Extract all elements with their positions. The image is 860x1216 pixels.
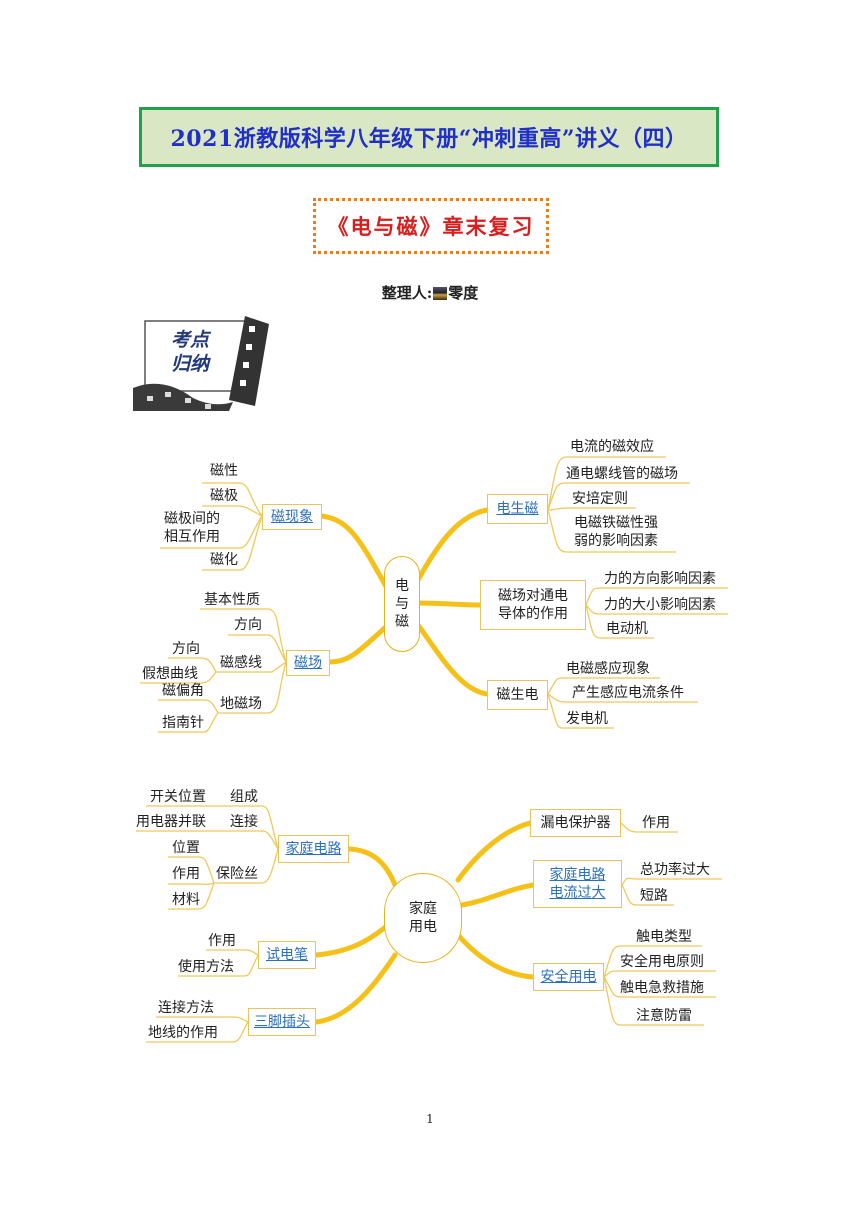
document-title: 2021浙教版科学八年级下册“冲刺重高”讲义（四） [170, 126, 688, 152]
author-avatar-icon [433, 287, 448, 300]
leaf-em-induction: 电磁感应现象 [566, 661, 650, 677]
leaf-force-direction: 力的方向影响因素 [604, 571, 716, 587]
map1-node-magnetism-to-electricity[interactable]: 磁生电 [487, 680, 548, 710]
leaf-connection: 连接 [230, 814, 258, 830]
map1-node-electricity-to-magnetism[interactable]: 电生磁 [487, 494, 548, 524]
leaf-switch-position: 开关位置 [150, 789, 206, 805]
leaf-magnetic-pole: 磁极 [210, 488, 238, 504]
leaf-earth-field: 地磁场 [220, 696, 262, 712]
author-line: 整理人: 零度 [0, 282, 860, 303]
leaf-magnetization: 磁化 [210, 552, 238, 568]
badge-line1: 考点 [170, 329, 209, 351]
leaf-protector-function: 作用 [642, 815, 670, 831]
subtitle-box: 《电与磁》章末复习 [313, 198, 549, 254]
leaf-plug-connection: 连接方法 [158, 1000, 214, 1016]
author-label: 整理人: [381, 284, 433, 302]
author-name: 零度 [448, 284, 479, 302]
key-points-badge: 考点 归纳 [133, 316, 273, 411]
leaf-ground-wire: 地线的作用 [148, 1025, 218, 1041]
leaf-lightning-protection: 注意防雷 [636, 1008, 692, 1024]
leaf-fuse-function: 作用 [172, 866, 200, 882]
leaf-safety-principles: 安全用电原则 [620, 954, 704, 970]
map2-node-leakage-protector[interactable]: 漏电保护器 [530, 809, 621, 837]
leaf-field-line-direction: 方向 [172, 641, 200, 657]
leaf-test-pen-usage: 使用方法 [178, 959, 234, 975]
page-number: 1 [426, 1112, 434, 1126]
document-subtitle: 《电与磁》章末复习 [327, 214, 535, 239]
map1-center-label: 电 与 磁 [395, 578, 409, 630]
leaf-first-aid: 触电急救措施 [620, 980, 704, 996]
leaf-composition: 组成 [230, 789, 258, 805]
leaf-test-pen-function: 作用 [208, 933, 236, 949]
leaf-fuse-material: 材料 [172, 892, 200, 908]
leaf-short-circuit: 短路 [640, 888, 668, 904]
map1-node-force-on-conductor[interactable]: 磁场对通电 导体的作用 [480, 580, 586, 630]
leaf-solenoid-field: 通电螺线管的磁场 [566, 466, 678, 482]
map2-node-test-pen[interactable]: 试电笔 [258, 941, 316, 969]
leaf-overload: 总功率过大 [640, 862, 710, 878]
map2-center-label: 家庭 用电 [409, 901, 437, 935]
badge-line2: 归纳 [170, 353, 209, 375]
leaf-current-magnetic-effect: 电流的磁效应 [570, 439, 654, 455]
leaf-parallel-appliances: 用电器并联 [136, 814, 206, 830]
leaf-motor: 电动机 [606, 621, 648, 637]
map2-center-node: 家庭 用电 [384, 873, 462, 963]
leaf-compass: 指南针 [162, 715, 204, 731]
leaf-declination: 磁偏角 [162, 683, 204, 699]
leaf-direction: 方向 [234, 617, 262, 633]
title-box: 2021浙教版科学八年级下册“冲刺重高”讲义（四） [139, 107, 719, 167]
map1-node-magnetic-field[interactable]: 磁场 [286, 650, 330, 676]
leaf-pole-interaction: 磁极间的 相互作用 [164, 511, 220, 545]
leaf-imaginary-curve: 假想曲线 [142, 666, 198, 682]
leaf-fuse-position: 位置 [172, 840, 200, 856]
map2-node-three-pin-plug[interactable]: 三脚插头 [248, 1008, 316, 1036]
leaf-fuse: 保险丝 [216, 866, 258, 882]
map1-center-node: 电 与 磁 [384, 556, 420, 652]
map2-node-electrical-safety[interactable]: 安全用电 [533, 963, 604, 991]
leaf-generator: 发电机 [566, 711, 608, 727]
leaf-force-magnitude: 力的大小影响因素 [604, 597, 716, 613]
map2-node-household-circuit[interactable]: 家庭电路 [278, 835, 349, 863]
leaf-shock-types: 触电类型 [636, 929, 692, 945]
leaf-electromagnet-factors: 电磁铁磁性强 弱的影响因素 [574, 515, 658, 549]
map2-node-overcurrent[interactable]: 家庭电路 电流过大 [533, 860, 622, 908]
leaf-magnetism: 磁性 [210, 463, 238, 479]
leaf-basic-property: 基本性质 [204, 592, 260, 608]
leaf-induction-condition: 产生感应电流条件 [572, 685, 684, 701]
map1-node-magnetic-phenomenon[interactable]: 磁现象 [262, 504, 322, 530]
film-strip-icon [133, 316, 269, 411]
leaf-ampere-rule: 安培定则 [572, 491, 628, 507]
leaf-field-lines: 磁感线 [220, 655, 262, 671]
